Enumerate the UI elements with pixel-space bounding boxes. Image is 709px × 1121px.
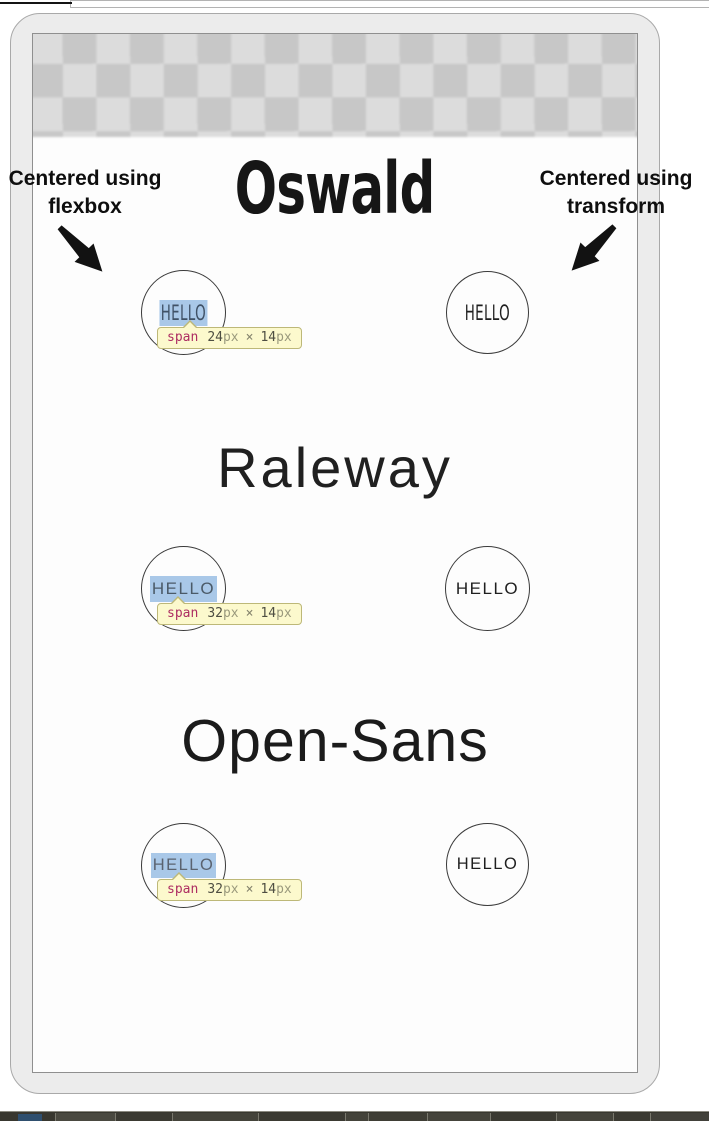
taskbar-button[interactable] bbox=[55, 1113, 116, 1121]
demo-circle-transform-raleway: HELLO bbox=[445, 546, 530, 631]
annotation-transform-line2: transform bbox=[566, 194, 666, 218]
font-title-text: Oswald bbox=[235, 147, 435, 230]
transparency-checkerboard bbox=[33, 34, 637, 137]
taskbar-button[interactable] bbox=[556, 1113, 614, 1121]
font-title-opensans: Open-Sans bbox=[32, 712, 638, 771]
taskbar-button[interactable] bbox=[115, 1113, 173, 1121]
annotation-flexbox: Centered using flexbox bbox=[0, 165, 170, 220]
tooltip-width: 32 bbox=[207, 882, 223, 897]
tooltip-height: 14 bbox=[260, 330, 277, 345]
tooltip-tag: span bbox=[167, 606, 199, 621]
font-title-text: Open-Sans bbox=[181, 708, 489, 774]
tooltip-width: 32 bbox=[207, 606, 223, 621]
browser-chrome-divider bbox=[0, 2, 72, 4]
taskbar-button[interactable] bbox=[490, 1113, 557, 1121]
font-title-raleway: Raleway bbox=[32, 440, 638, 496]
tooltip-multiply: × bbox=[245, 606, 254, 621]
hello-text: HELLO bbox=[456, 855, 519, 873]
browser-chrome-edge bbox=[70, 0, 709, 8]
taskbar-start-button[interactable] bbox=[18, 1114, 42, 1121]
tooltip-multiply: × bbox=[245, 330, 254, 345]
tooltip-multiply: × bbox=[245, 882, 254, 897]
tooltip-height: 14 bbox=[260, 606, 277, 621]
tooltip-height: 14 bbox=[260, 882, 277, 897]
hello-text: HELLO bbox=[464, 300, 511, 325]
annotation-transform-line1: Centered using bbox=[539, 167, 693, 190]
taskbar-button[interactable] bbox=[172, 1113, 259, 1121]
demo-circle-transform-oswald: HELLO bbox=[446, 271, 529, 354]
tooltip-tag: span bbox=[167, 330, 199, 345]
font-title-text: Raleway bbox=[217, 436, 453, 499]
taskbar-button[interactable] bbox=[427, 1113, 491, 1121]
tooltip-width-unit: px bbox=[222, 606, 239, 621]
font-title-oswald: Oswald bbox=[32, 153, 638, 224]
arrow-down-left-icon bbox=[558, 213, 628, 283]
tooltip-height-unit: px bbox=[276, 606, 292, 621]
tooltip-width-unit: px bbox=[222, 882, 239, 897]
taskbar-button[interactable] bbox=[258, 1113, 346, 1121]
taskbar-button[interactable] bbox=[613, 1113, 651, 1121]
taskbar-button[interactable] bbox=[345, 1113, 369, 1121]
annotation-transform: Centered using transform bbox=[532, 165, 700, 220]
tooltip-height-unit: px bbox=[276, 330, 292, 345]
result-page bbox=[32, 33, 638, 1073]
annotation-flexbox-line1: Centered using bbox=[8, 167, 162, 190]
tooltip-width: 24 bbox=[207, 330, 223, 345]
taskbar-button[interactable] bbox=[368, 1113, 428, 1121]
hello-text: HELLO bbox=[455, 578, 520, 598]
demo-circle-transform-opensans: HELLO bbox=[446, 823, 529, 906]
taskbar bbox=[0, 1111, 709, 1121]
tooltip-tag: span bbox=[167, 882, 199, 897]
tooltip-height-unit: px bbox=[276, 882, 292, 897]
tooltip-width-unit: px bbox=[222, 330, 239, 345]
annotation-flexbox-line2: flexbox bbox=[48, 194, 122, 218]
device-frame bbox=[10, 13, 660, 1094]
taskbar-button[interactable] bbox=[650, 1113, 709, 1121]
arrow-down-right-icon bbox=[46, 214, 116, 284]
